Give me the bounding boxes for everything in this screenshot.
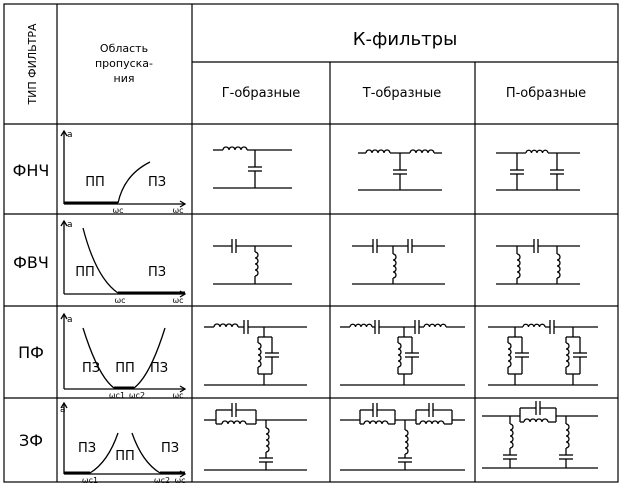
- inductor: [363, 420, 389, 425]
- inductor: [565, 423, 570, 449]
- row-name-lowpass: ФНЧ: [13, 161, 50, 180]
- graph-lowpass: a ПП ПЗ ωc ωc: [60, 129, 187, 215]
- graph-omega-axis-label: ωc: [172, 296, 183, 305]
- circuit-highpass-g-type: [213, 239, 292, 285]
- inductor: [509, 423, 514, 449]
- inductor: [254, 251, 259, 277]
- graph-bandpass: a ПЗ ПП ПЗ ωc1 ωc2 ωc: [60, 312, 187, 400]
- col-header-p: П-образные: [506, 86, 586, 101]
- row-name-bandpass: ПФ: [18, 343, 44, 362]
- inductor: [565, 342, 570, 368]
- graph-pass-label: ПП: [115, 449, 135, 464]
- graph-cutoff-label: ωc: [112, 206, 123, 215]
- inductor: [423, 323, 447, 328]
- graph-cutoff-1-label: ωc1: [82, 476, 98, 485]
- graph-pass-label: ПП: [75, 265, 95, 280]
- inductor: [222, 146, 248, 151]
- graph-highpass: a ПП ПЗ ωc ωc: [60, 219, 187, 305]
- graph-stop-label: ПЗ: [148, 175, 166, 190]
- circuit-lowpass-g-type: [213, 146, 292, 189]
- circuit-bandpass-p-type: [488, 320, 598, 386]
- graph-pass-label: ПП: [115, 361, 135, 376]
- inductor: [365, 149, 391, 154]
- inductor: [507, 342, 512, 368]
- band-column-header: Область пропуска- ния: [95, 42, 153, 85]
- inductor: [349, 323, 373, 328]
- inductor: [419, 420, 445, 425]
- circuit-bandstop-p-type: [482, 401, 598, 469]
- circuit-bandstop-g-type: [204, 403, 307, 471]
- graph-cutoff-2-label: ωc2: [154, 476, 170, 485]
- graph-axis-a: a: [67, 220, 73, 230]
- inductor: [397, 342, 402, 368]
- circuit-bandstop-t-type: [340, 403, 465, 471]
- inductor: [523, 418, 549, 423]
- inductor: [257, 342, 262, 368]
- graph-cutoff-2-label: ωc2: [129, 391, 145, 400]
- graph-stop-label: ПЗ: [148, 265, 166, 280]
- circuit-lowpass-p-type: [496, 149, 580, 191]
- band-header-line-1: Область: [100, 42, 148, 55]
- graph-omega-axis-label: ωc: [172, 391, 183, 400]
- type-column-header: ТИП ФИЛЬТРА: [26, 23, 39, 106]
- graph-axis-a: a: [60, 405, 66, 415]
- k-filter-title: К-фильтры: [353, 29, 458, 50]
- graph-cutoff-label: ωc: [114, 296, 125, 305]
- inductor: [409, 149, 435, 154]
- graph-pass-label: ПП: [85, 175, 105, 190]
- graph-omega-axis-label: ωc: [172, 206, 183, 215]
- row-name-bandstop: ЗФ: [19, 431, 43, 450]
- inductor: [522, 323, 546, 328]
- inductor: [213, 323, 239, 328]
- col-header-t: Т-образные: [362, 86, 442, 101]
- graph-stop-right-label: ПЗ: [161, 441, 179, 456]
- graph-axis-a: a: [67, 130, 73, 140]
- row-name-highpass: ФВЧ: [13, 253, 49, 272]
- inductor: [404, 429, 409, 455]
- graph-omega-axis-label: ωc: [174, 476, 185, 485]
- graph-bandstop: a ПЗ ПП ПЗ ωc1 ωc2 ωc: [60, 401, 187, 485]
- circuit-highpass-p-type: [496, 239, 580, 285]
- inductor: [265, 427, 270, 453]
- table-grid: [3, 3, 619, 483]
- circuit-highpass-t-type: [352, 239, 445, 285]
- circuit-bandpass-g-type: [204, 320, 307, 386]
- band-header-line-3: ния: [114, 72, 135, 85]
- graph-cutoff-1-label: ωc1: [109, 391, 125, 400]
- col-header-g: Г-образные: [222, 86, 300, 101]
- inductor: [516, 253, 521, 279]
- graph-axis-a: a: [67, 315, 73, 325]
- graph-stop-right-label: ПЗ: [150, 361, 168, 376]
- graph-stop-left-label: ПЗ: [78, 441, 96, 456]
- band-header-line-2: пропуска-: [95, 57, 153, 70]
- circuit-bandpass-t-type: [340, 320, 465, 386]
- inductor: [556, 253, 561, 279]
- inductor: [525, 149, 549, 154]
- inductor: [392, 253, 397, 279]
- circuit-lowpass-t-type: [358, 149, 442, 191]
- graph-stop-left-label: ПЗ: [82, 361, 100, 376]
- inductor: [221, 420, 247, 425]
